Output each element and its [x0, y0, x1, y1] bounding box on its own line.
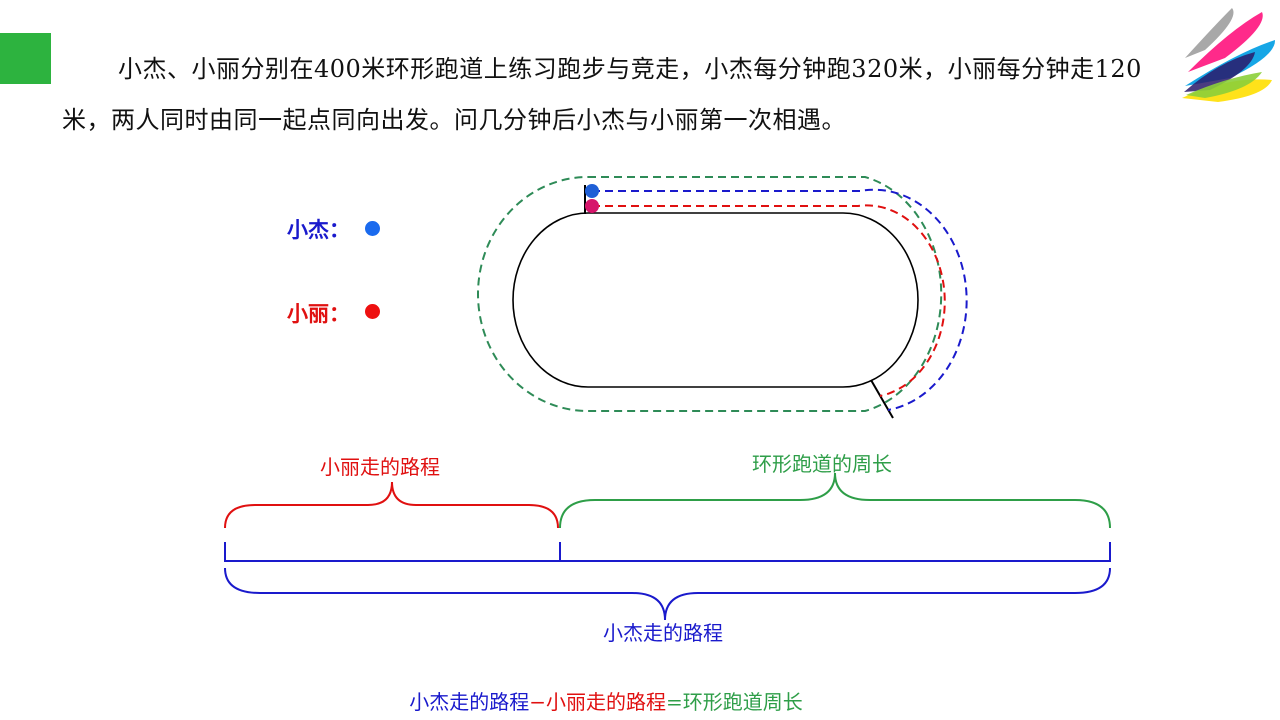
jie-start-dot: [585, 184, 599, 198]
jie-legend-dot: [365, 221, 380, 236]
jie-legend-label: 小杰：: [287, 217, 350, 242]
li-start-dot: [585, 199, 599, 213]
track-diagram: [477, 176, 968, 419]
accent-square: [0, 33, 51, 84]
formula: 小杰走的路程−小丽走的路程=环形跑道周长: [0, 686, 1212, 715]
logo: [1182, 8, 1276, 102]
formula-track: 环形跑道周长: [682, 690, 803, 714]
li-legend-label: 小丽：: [287, 301, 350, 326]
distance-segment: [224, 542, 1111, 562]
li-dashed-path: [592, 204, 946, 397]
outer-dashed-path: [477, 176, 943, 412]
li-legend-dot: [365, 304, 380, 319]
formula-minus: −: [529, 690, 546, 714]
problem-text: 小杰、小丽分别在400米环形跑道上练习跑步与竞走，小杰每分钟跑320米，小丽每分…: [62, 55, 1142, 134]
li-distance-brace: [224, 481, 559, 529]
jie-dashed-path: [592, 188, 968, 411]
li-distance-label: 小丽走的路程: [320, 455, 440, 479]
formula-jie: 小杰走的路程: [409, 690, 530, 714]
track-perimeter-brace: [559, 472, 1111, 529]
formula-li: 小丽走的路程: [546, 690, 666, 714]
formula-equals: =: [666, 690, 683, 714]
jie-distance-label: 小杰走的路程: [603, 621, 723, 645]
inner-track: [512, 212, 919, 388]
track-perimeter-label: 环形跑道的周长: [752, 452, 892, 476]
jie-distance-brace: [224, 567, 1111, 621]
meeting-line: [870, 379, 894, 419]
